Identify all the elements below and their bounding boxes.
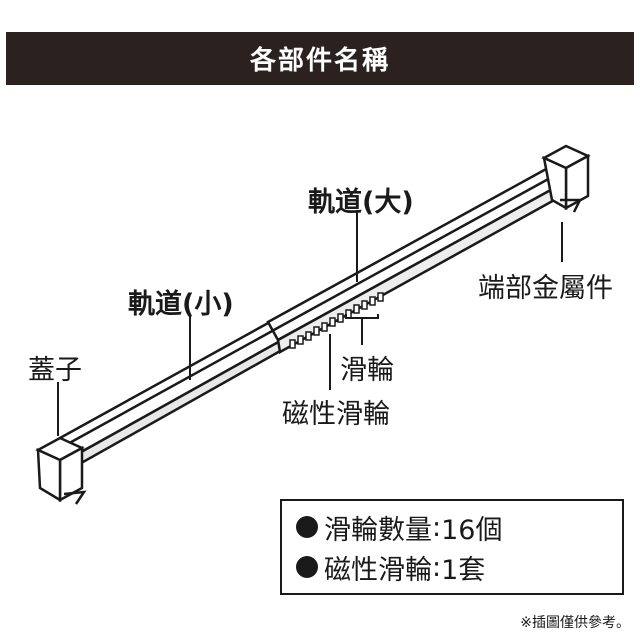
spec-label: 磁性滑輪 [324, 554, 432, 586]
pulleys [289, 292, 384, 349]
label-rail-large: 軌道(大) [308, 187, 414, 218]
spec-label: 滑輪數量 [324, 514, 432, 546]
page-title: 各部件名稱 [249, 46, 390, 76]
spec-separator: : [432, 551, 442, 583]
bullet-icon [296, 556, 318, 578]
label-end-fitting: 端部金屬件 [478, 273, 613, 304]
leader-lines [57, 210, 563, 436]
spec-value: 16個 [441, 514, 503, 546]
end-fitting-right [541, 144, 591, 213]
label-rail-small: 軌道(小) [128, 289, 234, 320]
footnote: ※插圖僅供參考。 [520, 615, 630, 631]
spec-value: 1套 [441, 554, 486, 586]
spec-separator: : [432, 511, 442, 543]
spec-box: 滑輪數量 : 16個 磁性滑輪 : 1套 [280, 499, 624, 595]
small-rail [58, 320, 284, 468]
bullet-icon [296, 516, 318, 538]
cap-left [35, 436, 87, 505]
spec-row-pulley-count: 滑輪數量 : 16個 [296, 507, 608, 547]
label-cap: 蓋子 [28, 355, 82, 386]
spec-row-magnetic-pulley: 磁性滑輪 : 1套 [296, 547, 608, 587]
label-magnetic-pulley: 磁性滑輪 [282, 399, 390, 430]
title-bar: 各部件名稱 [6, 32, 634, 85]
label-pulley: 滑輪 [340, 355, 394, 386]
